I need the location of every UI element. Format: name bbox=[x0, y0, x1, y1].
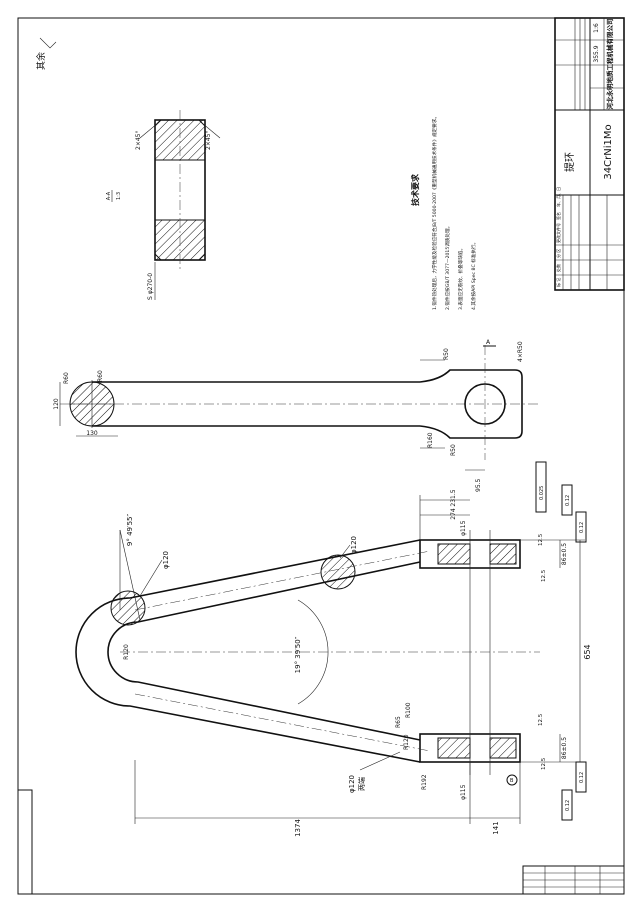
dia-120-a: φ120 bbox=[162, 551, 170, 569]
dim-130: 130 bbox=[86, 430, 98, 437]
tech-req-line: 2.锻件应按GB/T 3077—2015调质处理。 bbox=[444, 224, 451, 310]
dim-120: 120 bbox=[53, 398, 60, 410]
title-part-name: 提环 bbox=[564, 152, 576, 172]
title-header-cell: 签名 bbox=[555, 212, 561, 220]
radius-r192: R192 bbox=[421, 774, 428, 790]
radius-r100: R100 bbox=[405, 702, 412, 718]
bore-top-label: φ115 bbox=[460, 520, 467, 536]
title-header-cell: 更改文件号 bbox=[555, 223, 561, 243]
title-material: 34CrNi1Mo bbox=[603, 124, 614, 179]
tol-0-12-b: 0.12 bbox=[579, 522, 585, 533]
dim-141: 141 bbox=[492, 821, 500, 834]
dia-ends: 两端 bbox=[357, 777, 366, 791]
dia-120-b: φ120 bbox=[350, 536, 358, 554]
title-block: 提环 34CrNi1Mo 河北永明地质工程机械有限公司 355.9 1:6 标 … bbox=[554, 17, 625, 291]
revision-block bbox=[522, 865, 625, 895]
dim-231-5: 231.5 bbox=[450, 489, 457, 506]
dim-12-5-b: 12.5 bbox=[541, 569, 547, 582]
section-mark-a: A bbox=[486, 339, 491, 346]
top-view: 120 130 R60 R60 R50 R50 4×R50 R160 95.5 … bbox=[53, 339, 540, 492]
radius-r120-b: R120 bbox=[403, 734, 410, 750]
radius-r50-b: R50 bbox=[450, 444, 457, 456]
dim-95-5: 95.5 bbox=[475, 478, 482, 492]
tol-0-12-a: 0.12 bbox=[565, 495, 571, 506]
title-company: 河北永明地质工程机械有限公司 bbox=[605, 19, 614, 110]
radius-r60-b: R60 bbox=[97, 370, 104, 382]
dim-12-5-a: 12.5 bbox=[538, 533, 544, 546]
dim-86-a: 86±0.5 bbox=[561, 543, 568, 565]
tech-req-line: 4.其余按API Spec 8C 标准执行。 bbox=[470, 240, 477, 310]
title-header-cell: 分 区 bbox=[555, 249, 561, 258]
chamfer-top-label: 2×45° bbox=[135, 131, 142, 150]
dim-12-5-d: 12.5 bbox=[541, 757, 547, 770]
title-mass: 355.9 bbox=[593, 45, 600, 62]
chamfer-right-label: 2×45° bbox=[205, 131, 212, 150]
radius-r50-a: R50 bbox=[443, 348, 450, 360]
tech-requirements: 技术要求 1.锻件热处理后，力学性能及检验应符合JB/T 5000-2007《重… bbox=[410, 114, 477, 310]
sheet-border bbox=[17, 17, 625, 895]
radius-r160: R160 bbox=[427, 432, 434, 448]
section-view-aa: 2×45° 2×45° A-A 1:3 S φ270-0 bbox=[106, 110, 221, 300]
section-scale: 1:3 bbox=[116, 192, 122, 200]
tol-0-12-d: 0.12 bbox=[565, 800, 571, 811]
datum-b: B bbox=[510, 778, 514, 784]
section-label: A-A bbox=[106, 191, 112, 200]
dim-1374: 1374 bbox=[294, 819, 302, 837]
radius-r120: R120 bbox=[123, 644, 130, 660]
main-view: 19° 39′50″ 9° 49′55″ φ120 φ120 φ120 两端 R… bbox=[75, 461, 592, 837]
angle-9-49-55: 9° 49′55″ bbox=[126, 514, 134, 547]
bore-bottom-label: φ115 bbox=[460, 784, 467, 800]
tech-req-line: 1.锻件热处理后，力学性能及检验应符合JB/T 5000-2007《重型机械通用… bbox=[431, 114, 438, 310]
radius-4xr50: 4×R50 bbox=[517, 341, 524, 362]
dim-12-5-c: 12.5 bbox=[538, 713, 544, 726]
dim-274: 274 bbox=[450, 508, 457, 520]
tech-req-line: 3.表面应无裂纹、折叠等缺陷。 bbox=[457, 246, 464, 310]
tech-req-title: 技术要求 bbox=[410, 173, 420, 206]
section-dia-label: S φ270-0 bbox=[147, 273, 154, 300]
title-header-cell: 处数 bbox=[555, 264, 561, 272]
dia-120-c: φ120 bbox=[348, 775, 356, 793]
title-header-cell: 标 记 bbox=[555, 278, 561, 287]
dim-86-b: 86±0.5 bbox=[561, 737, 568, 759]
tol-0-12-c: 0.12 bbox=[579, 772, 585, 783]
radius-r60-a: R60 bbox=[63, 372, 70, 384]
radius-r65: R65 bbox=[395, 716, 402, 728]
dim-654: 654 bbox=[583, 644, 592, 659]
surface-finish-mark: 其余 bbox=[35, 37, 57, 70]
title-scale: 1:6 bbox=[593, 23, 600, 33]
surface-mark-text: 其余 bbox=[35, 52, 47, 70]
angle-19-39-50: 19° 39′50″ bbox=[294, 636, 302, 673]
tol-0-025: 0.025 bbox=[539, 486, 545, 500]
title-header-cell: 年、月、日 bbox=[555, 187, 561, 207]
